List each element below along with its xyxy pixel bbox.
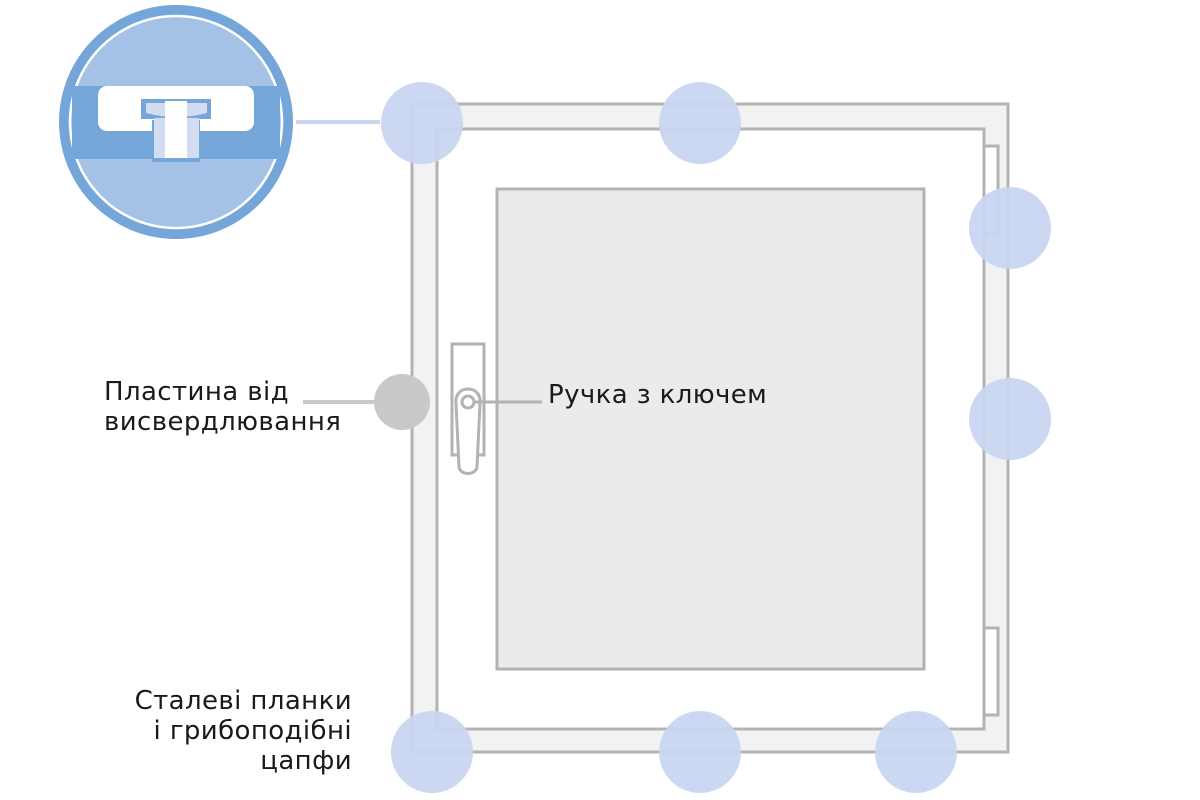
hinge-bottom	[982, 626, 1000, 717]
pin-marker-top-left	[381, 82, 463, 164]
pin-marker-right-middle	[969, 378, 1051, 460]
steel-pins-label-line-2: і грибоподібні	[153, 716, 352, 746]
pin-marker-bottom-right	[875, 711, 957, 793]
pin-marker-top-center	[659, 82, 741, 164]
steel-pins-label-line-1: Сталеві планки	[134, 686, 352, 716]
pin-marker-bottom-center	[659, 711, 741, 793]
pin-marker-bottom-left	[391, 711, 473, 793]
steel-pin-markers	[381, 82, 1051, 793]
drill-plate-label-line-2: висвердлювання	[104, 407, 342, 437]
pin-marker-right-top	[969, 187, 1051, 269]
steel-pins-label-line-3: цапфи	[260, 746, 352, 776]
drill-plate-label: Пластина від висвердлювання	[104, 377, 341, 437]
window-handle-icon	[450, 342, 486, 475]
handle-label: Ручка з ключем	[548, 380, 768, 410]
drill-plate-marker	[374, 374, 430, 430]
mushroom-pin-detail-icon	[59, 5, 293, 239]
steel-pins-label: Сталеві планки і грибоподібні цапфи	[135, 686, 352, 776]
window-glass	[495, 187, 926, 671]
drill-plate-label-line-1: Пластина від	[104, 377, 289, 407]
